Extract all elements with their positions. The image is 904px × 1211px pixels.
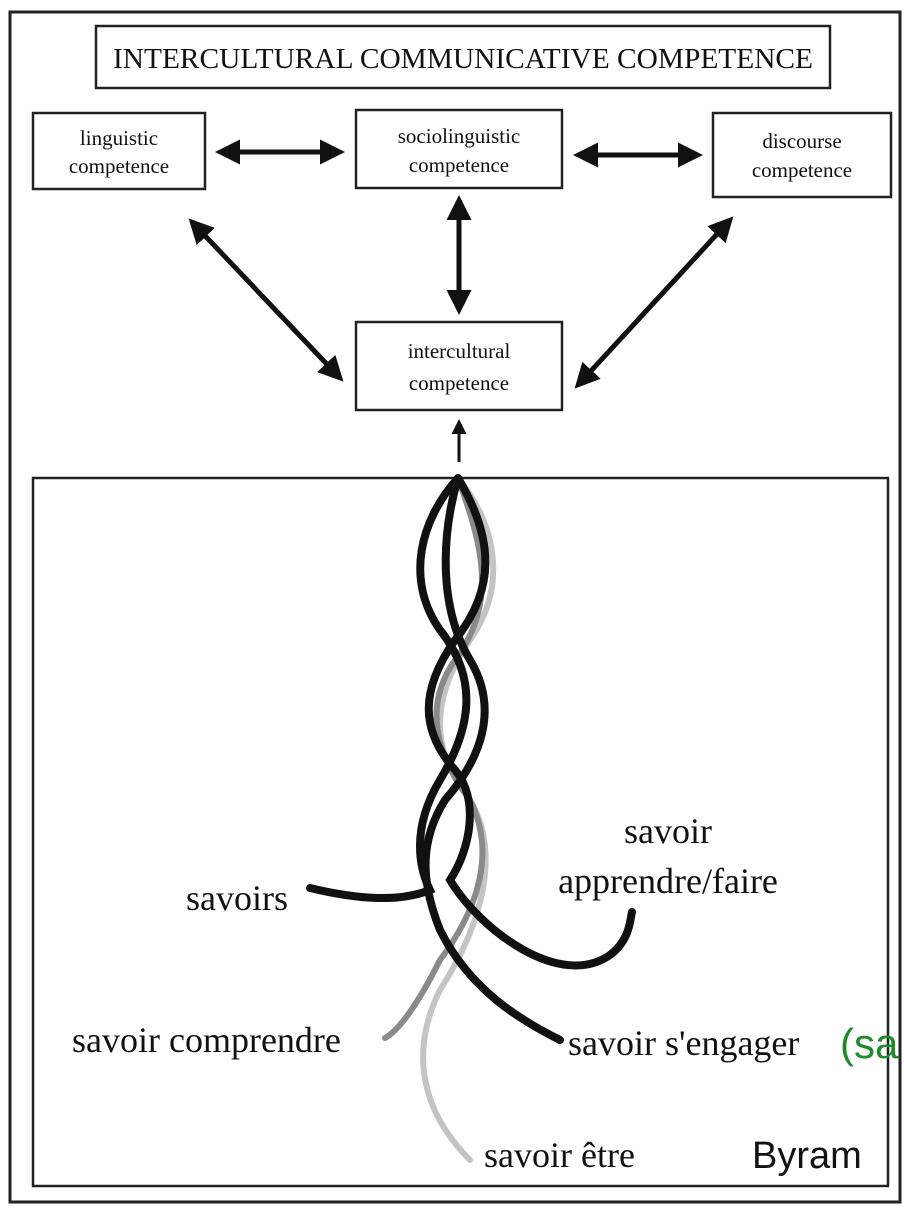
label-savoir-etre: savoir être bbox=[484, 1135, 635, 1175]
label-savoir-engager: savoir s'engager bbox=[568, 1023, 799, 1063]
label-savoir-comprendre: savoir comprendre bbox=[72, 1020, 341, 1060]
discourse-label-line1: discourse bbox=[762, 129, 841, 153]
strand-braid bbox=[306, 474, 636, 1163]
outer-frame bbox=[8, 10, 902, 1204]
label-savoirs: savoirs bbox=[186, 878, 288, 918]
arrow-linguistic-intercultural bbox=[188, 218, 344, 382]
strand-savoir-engager bbox=[421, 474, 564, 1044]
strand-savoir-comprendre bbox=[382, 475, 486, 1041]
intercultural-label-line1: intercultural bbox=[408, 339, 511, 363]
intercultural-label-line2: competence bbox=[409, 371, 509, 395]
label-savoir-apprendre-line2: apprendre/faire bbox=[558, 861, 778, 901]
sociolinguistic-label-line2: competence bbox=[409, 153, 509, 177]
linguistic-competence-box: linguistic competence bbox=[31, 111, 207, 191]
discourse-competence-box: discourse competence bbox=[711, 111, 893, 199]
linguistic-label-line2: competence bbox=[69, 154, 169, 178]
sociolinguistic-label-line1: sociolinguistic bbox=[398, 124, 521, 148]
linguistic-label-line1: linguistic bbox=[80, 126, 158, 150]
discourse-label-line2: competence bbox=[752, 158, 852, 182]
credit-byram: Byram bbox=[752, 1135, 862, 1177]
strand-savoirs bbox=[306, 474, 471, 902]
intercultural-competence-box: intercultural competence bbox=[354, 320, 564, 412]
green-fragment: (sa bbox=[840, 1020, 899, 1067]
strands-panel bbox=[31, 476, 890, 1188]
title-box: INTERCULTURAL COMMUNICATIVE COMPETENCE bbox=[94, 24, 832, 90]
label-savoir-apprendre-line1: savoir bbox=[624, 811, 712, 851]
sociolinguistic-competence-box: sociolinguistic competence bbox=[354, 108, 564, 190]
diagram-title: INTERCULTURAL COMMUNICATIVE COMPETENCE bbox=[113, 44, 813, 75]
arrow-discourse-intercultural bbox=[574, 216, 734, 389]
strand-savoir-apprendre bbox=[424, 474, 636, 970]
